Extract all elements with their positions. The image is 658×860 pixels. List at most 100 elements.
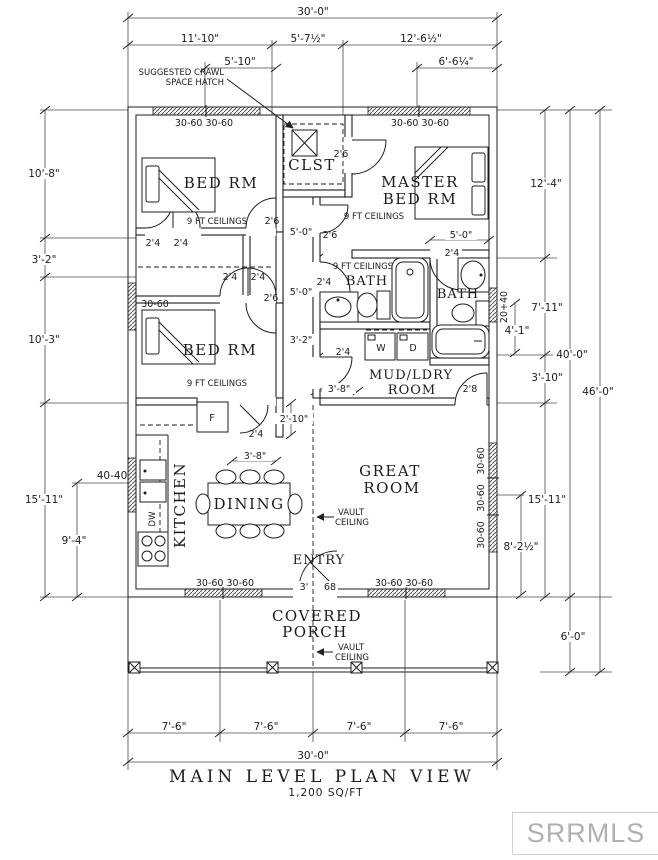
interior-walls xyxy=(135,114,490,438)
note-labels: 9 FT CEILINGS 9 FT CEILINGS 9 FT CEILING… xyxy=(139,68,404,663)
bath1-tub xyxy=(391,257,429,323)
dim-right-c: 4'-1" xyxy=(505,325,530,337)
fixtures xyxy=(136,129,490,567)
dim-right-b: 7'-11" xyxy=(531,302,563,314)
washer-label: W xyxy=(376,343,386,354)
door-label-closet1b: 2'4 xyxy=(174,238,189,249)
dishwasher-label: DW xyxy=(148,511,158,527)
room-label-mud-1: MUD/LDRY xyxy=(369,368,453,383)
dimension-text: 30'-0" 11'-10" 5'-7½" 12'-6½" 5'-10" 6'-… xyxy=(22,6,618,762)
door-label-master: 2'4 xyxy=(445,248,460,259)
door-labels: 2'6 2'6 2'6 2'6 2'4 2'4 2'4 2'4 2'4 2'4 … xyxy=(146,149,478,593)
watermark-badge: SRRMLS xyxy=(512,812,658,855)
plan-subtitle: 1,200 SQ/FT xyxy=(288,787,363,799)
dim-top-a: 11'-10" xyxy=(181,33,219,45)
window-south-left xyxy=(184,587,263,599)
window-label-bed2: 30-60 xyxy=(141,299,169,310)
dim-kitchen-open: 3'-8" xyxy=(244,451,267,462)
note-ceiling-master: 9 FT CEILINGS xyxy=(344,212,404,222)
dim-left-e: 9'-4" xyxy=(62,535,87,547)
note-vault-great-1: VAULT xyxy=(338,508,365,518)
room-label-dining: DINING xyxy=(213,495,284,513)
dim-right-a: 12'-4" xyxy=(530,178,562,190)
dimension-lines xyxy=(39,12,612,770)
bath2-tub xyxy=(431,324,490,359)
leader-lines xyxy=(226,78,334,656)
window-label-south-left: 30-60 30-60 xyxy=(196,578,254,589)
dim-left-b: 3'-2" xyxy=(32,254,57,266)
fridge-label: F xyxy=(209,413,214,424)
room-label-bath-2: BATH xyxy=(437,287,479,302)
room-label-bedroom-2: BED RM xyxy=(183,341,257,359)
dim-top-overall: 30'-0" xyxy=(297,6,329,18)
porch-post xyxy=(266,661,279,674)
dim-hall-1: 5'-0" xyxy=(290,227,313,238)
door-label-entry-h: 68 xyxy=(324,582,336,593)
window-label-east-2: 30-60 xyxy=(476,484,487,512)
dining-table xyxy=(195,469,303,539)
room-label-porch-2: PORCH xyxy=(282,623,348,641)
plan-title: MAIN LEVEL PLAN VIEW xyxy=(169,767,475,787)
door-label-linen: 2'6 xyxy=(323,230,338,241)
window-kitchen xyxy=(127,457,137,513)
window-symbols xyxy=(127,105,499,599)
door-label-bed2: 2'6 xyxy=(264,293,279,304)
room-label-closet: CLST xyxy=(288,156,336,174)
note-vault-porch-1: VAULT xyxy=(338,643,365,653)
watermark-text: SRRMLS xyxy=(526,818,646,848)
window-label-east-3: 30-60 xyxy=(476,521,487,549)
note-ceiling-bed2: 9 FT CEILINGS xyxy=(187,379,247,389)
dim-right-h: 8'-2½" xyxy=(503,541,538,553)
crawl-space-hatch xyxy=(291,129,318,157)
door-symbols xyxy=(144,139,488,590)
porch-post xyxy=(486,661,499,674)
dim-master-door: 5'-0" xyxy=(450,230,473,241)
window-label-east-1: 30-60 xyxy=(476,447,487,475)
room-label-bedroom-1: BED RM xyxy=(184,174,258,192)
note-vault-great-2: CEILING xyxy=(335,518,369,528)
window-bath xyxy=(488,287,498,323)
master-bed xyxy=(414,146,489,220)
room-label-master-1: MASTER xyxy=(381,173,459,191)
dim-left-d: 15'-11" xyxy=(25,494,63,506)
dim-top-e: 6'-6¼" xyxy=(438,56,473,68)
fridge xyxy=(196,401,229,433)
bed-2 xyxy=(141,309,216,365)
window-master xyxy=(367,105,471,117)
dim-bottom-2: 7'-6" xyxy=(254,721,279,733)
room-label-bath-1: BATH xyxy=(346,274,388,289)
window-label-4040: 40-40 xyxy=(97,470,128,482)
door-label-mud: 2'4 xyxy=(336,347,351,358)
appliance-labels: F W D DW xyxy=(148,343,417,526)
dim-bottom-total: 30'-0" xyxy=(297,750,329,762)
door-label-closet2b: 2'4 xyxy=(251,272,266,283)
bath2-toilet xyxy=(451,300,490,327)
dim-right-g: 15'-11" xyxy=(528,494,566,506)
dim-left-a: 10'-8" xyxy=(28,168,60,180)
door-label-clst: 2'6 xyxy=(334,149,349,160)
window-label-master: 30-60 30-60 xyxy=(391,118,449,129)
door-label-closet1a: 2'4 xyxy=(146,238,161,249)
note-ceiling-bath: 9 FT CEILINGS xyxy=(333,262,393,272)
dim-hall-2: 5'-0" xyxy=(290,287,313,298)
window-label-bed1: 30-60 30-60 xyxy=(175,118,233,129)
room-label-mud-2: ROOM xyxy=(388,383,436,398)
dim-top-c: 12'-6½" xyxy=(400,33,442,45)
dim-bottom-1: 7'-6" xyxy=(162,721,187,733)
dim-right-f: 46'-0" xyxy=(582,386,614,398)
bath1-toilet xyxy=(356,290,391,320)
porch-post xyxy=(350,661,363,674)
dim-mud-width: 3'-8" xyxy=(328,384,351,395)
dim-stub: 2'-10" xyxy=(280,414,309,425)
room-label-great-1: GREAT xyxy=(359,462,421,480)
door-openings xyxy=(145,137,487,598)
bath1-vanity xyxy=(319,291,359,323)
window-south-right xyxy=(367,587,446,599)
window-label-2040: 20+40 xyxy=(499,291,510,323)
washer xyxy=(364,329,396,361)
porch xyxy=(127,597,499,674)
door-label-kitchen: 2'4 xyxy=(249,429,264,440)
window-greatroom-east xyxy=(487,442,499,553)
window-labels: 30-60 30-60 30-60 30-60 30-60 30-60 30-6… xyxy=(141,118,510,589)
